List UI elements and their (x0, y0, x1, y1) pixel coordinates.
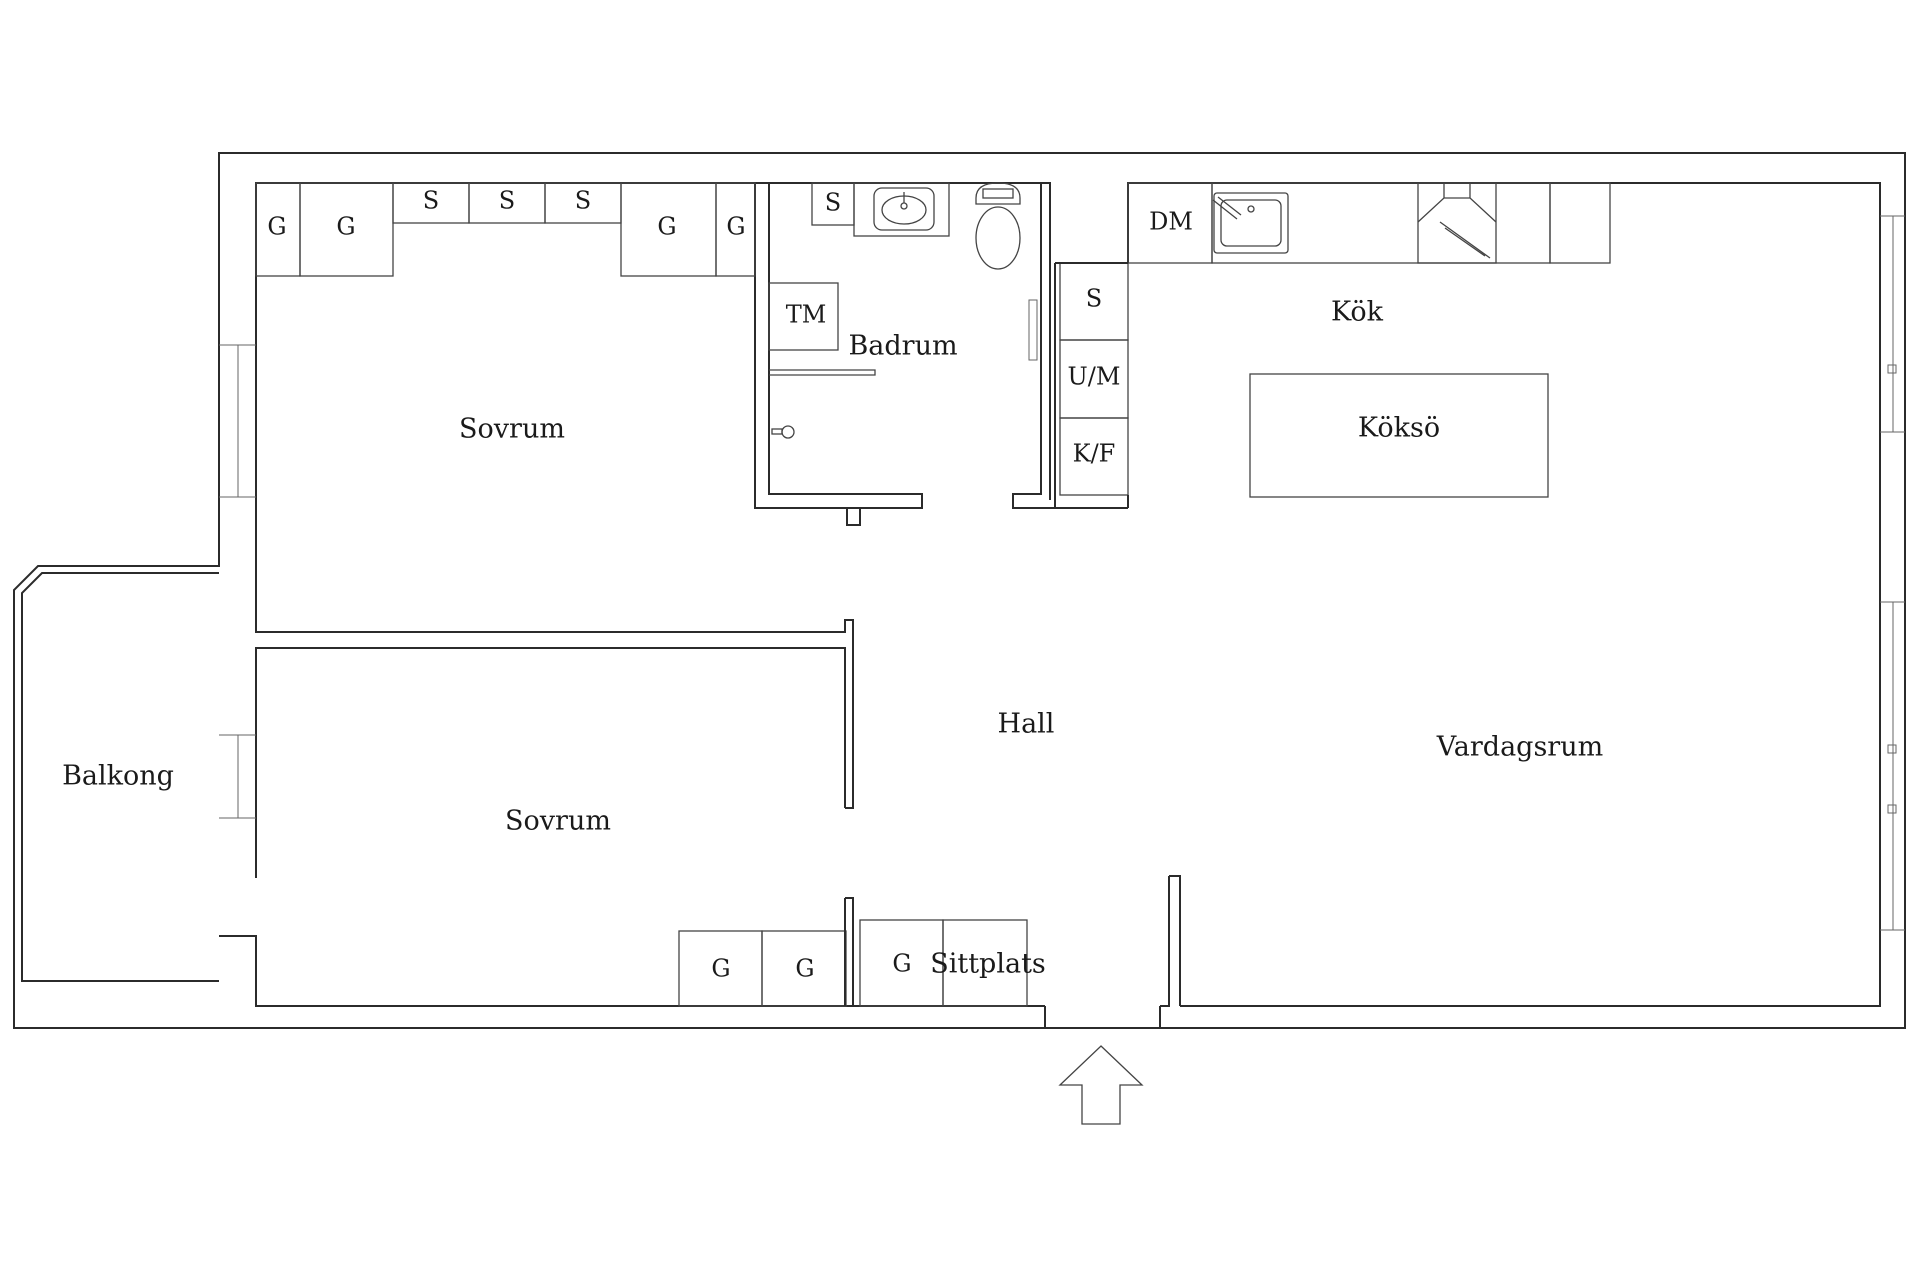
wardrobe-label: G (892, 950, 911, 978)
kitchen-fixtures (1055, 182, 1611, 509)
wardrobe-label: G (657, 213, 676, 241)
wardrobe-label: G (726, 213, 745, 241)
bedroom-upper-label: Sovrum (459, 414, 565, 445)
range-hood-icon (1417, 182, 1497, 264)
lower-storage (678, 897, 1028, 1007)
kitchen-island-label: Köksö (1358, 413, 1440, 444)
entrance-arrow-icon (1058, 1045, 1144, 1125)
bathroom-label: Badrum (848, 331, 957, 362)
dishwasher-label: DM (1149, 208, 1193, 236)
seating-label: Sittplats (930, 949, 1046, 980)
bathroom-fixtures (768, 182, 1021, 439)
upper-bedroom-storage (255, 182, 756, 277)
microwave-oven-label: U/M (1068, 363, 1121, 391)
kitchen-sink-icon (1212, 192, 1289, 254)
bathroom-walls (754, 183, 1056, 526)
storage-label: S (575, 187, 591, 215)
outer-walls (13, 152, 1906, 1029)
wardrobe-label: G (267, 213, 286, 241)
kitchen-island-rect (1249, 373, 1549, 498)
balcony-label: Balkong (62, 761, 174, 792)
wardrobe-label: G (336, 213, 355, 241)
toilet-icon (975, 182, 1021, 270)
storage-label: S (423, 187, 439, 215)
sink-icon (873, 187, 935, 231)
storage-label: S (1086, 285, 1102, 313)
shower-head-icon (771, 425, 795, 439)
hall-label: Hall (998, 709, 1055, 740)
washing-machine-label: TM (786, 301, 827, 329)
storage-label: S (825, 189, 841, 217)
wardrobe-label: G (795, 955, 814, 983)
fridge-freezer-label: K/F (1073, 440, 1116, 468)
bedroom-lower-label: Sovrum (505, 806, 611, 837)
storage-label: S (499, 187, 515, 215)
kitchen-label: Kök (1331, 297, 1384, 328)
living-room-label: Vardagsrum (1436, 732, 1603, 763)
wardrobe-label: G (711, 955, 730, 983)
